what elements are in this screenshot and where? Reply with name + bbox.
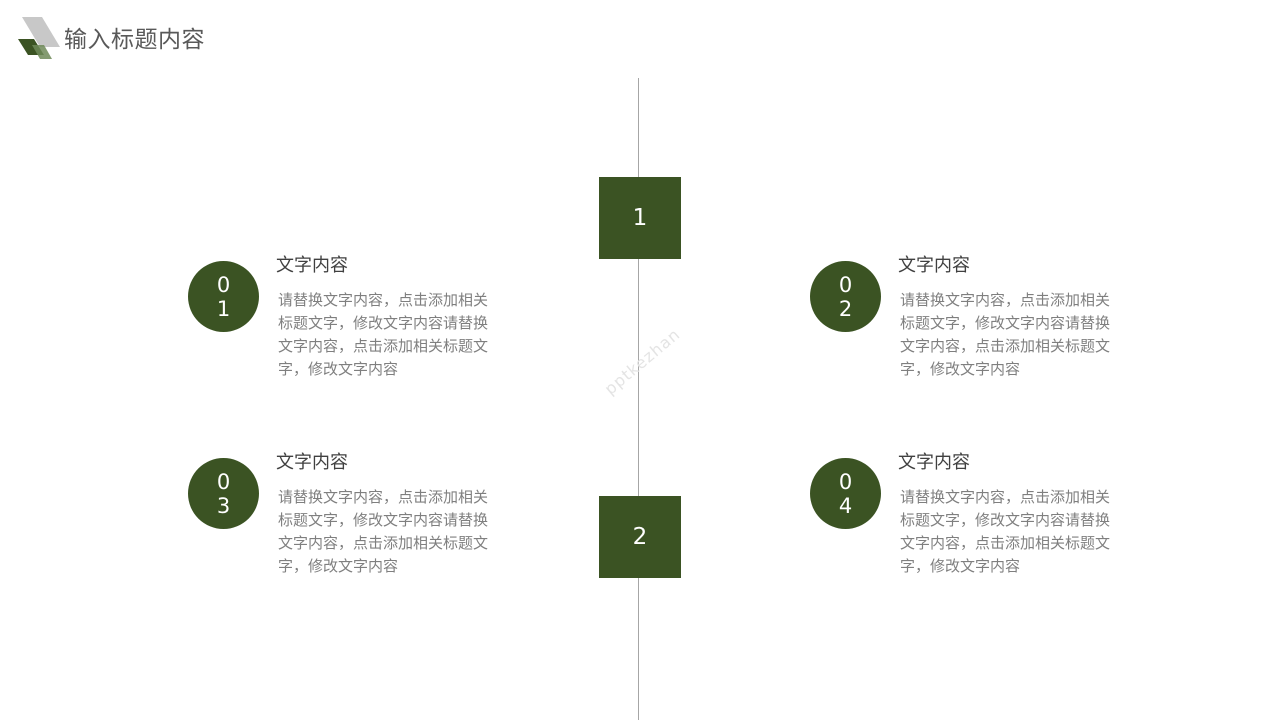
number-label: 01 (216, 272, 231, 321)
content-item-01: 01 文字内容 请替换文字内容，点击添加相关标题文字，修改文字内容请替换文字内容… (188, 251, 548, 381)
content-item-03: 03 文字内容 请替换文字内容，点击添加相关标题文字，修改文字内容请替换文字内容… (188, 448, 548, 578)
watermark: pptkezhan (600, 324, 684, 399)
item-description: 请替换文字内容，点击添加相关标题文字，修改文字内容请替换文字内容，点击添加相关标… (900, 291, 1111, 378)
content-item-02: 02 文字内容 请替换文字内容，点击添加相关标题文字，修改文字内容请替换文字内容… (810, 251, 1170, 381)
section-box-2: 2 (599, 496, 681, 578)
number-circle: 03 (188, 458, 259, 529)
number-circle: 02 (810, 261, 881, 332)
timeline-divider (638, 78, 639, 720)
item-title: 文字内容 (898, 452, 970, 473)
number-label: 02 (838, 272, 853, 321)
item-title: 文字内容 (898, 255, 970, 276)
number-label: 03 (216, 469, 231, 518)
number-label: 04 (838, 469, 853, 518)
page-title: 输入标题内容 (64, 27, 205, 53)
item-title: 文字内容 (276, 452, 348, 473)
content-item-04: 04 文字内容 请替换文字内容，点击添加相关标题文字，修改文字内容请替换文字内容… (810, 448, 1170, 578)
number-circle: 04 (810, 458, 881, 529)
item-description: 请替换文字内容，点击添加相关标题文字，修改文字内容请替换文字内容，点击添加相关标… (278, 488, 489, 575)
item-title: 文字内容 (276, 255, 348, 276)
item-description: 请替换文字内容，点击添加相关标题文字，修改文字内容请替换文字内容，点击添加相关标… (278, 291, 489, 378)
number-circle: 01 (188, 261, 259, 332)
parallelogram-stack-icon (18, 17, 60, 59)
item-description: 请替换文字内容，点击添加相关标题文字，修改文字内容请替换文字内容，点击添加相关标… (900, 488, 1111, 575)
section-box-1: 1 (599, 177, 681, 259)
